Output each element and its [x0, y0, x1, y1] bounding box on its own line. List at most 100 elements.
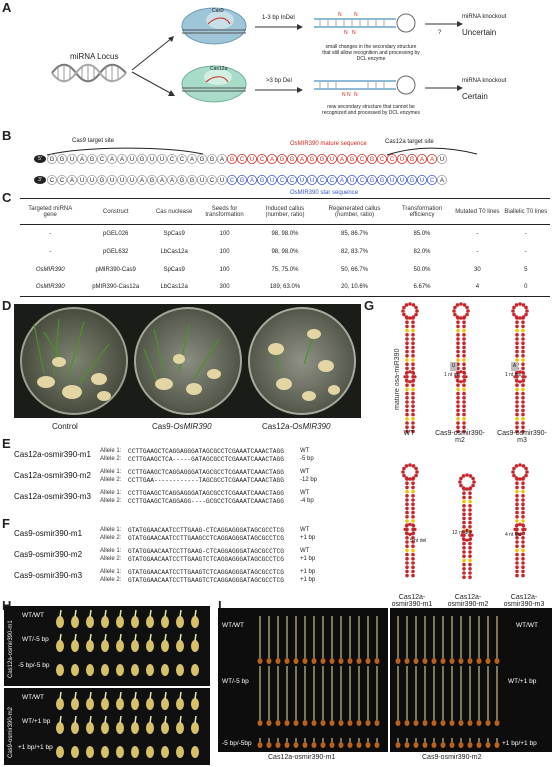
seed [131, 746, 139, 758]
structure-base [462, 408, 466, 413]
structure-base [521, 548, 525, 553]
loop-base [452, 309, 456, 313]
allele-mutation: -4 bp [300, 498, 314, 504]
seed [86, 640, 94, 652]
seedling-seed [266, 720, 272, 726]
nucleotide-circle [416, 154, 427, 164]
nucleotide-circle [127, 174, 138, 185]
bulge-base [521, 531, 526, 535]
loop-base [411, 315, 416, 319]
nucleotide-letter: C [210, 178, 215, 184]
seedling-seed [356, 658, 362, 664]
bulge-base [468, 537, 473, 541]
sprout [119, 609, 122, 618]
structure-base [521, 552, 525, 557]
ko-arrow-top [425, 21, 463, 27]
sprout [194, 691, 197, 700]
structure-base [405, 489, 409, 494]
nucleotide-circle [366, 174, 377, 185]
structure-base [468, 567, 472, 571]
nucleotide-circle [256, 154, 267, 164]
nucleotide-letter: A [430, 157, 434, 163]
seed [191, 698, 199, 710]
structure-base [521, 391, 525, 396]
structure-base [405, 345, 409, 350]
structure-base [462, 421, 466, 425]
sequence-line-name: Cas9-osmir390-m2 [14, 550, 83, 559]
seedling-seed [494, 742, 500, 748]
loop-base [512, 305, 516, 310]
svg-text:N N: N N [342, 92, 351, 98]
structure-base [462, 337, 466, 341]
structure-base [411, 345, 415, 350]
five-prime-marker: 5' [34, 155, 46, 163]
seed [131, 664, 139, 676]
structure-base [468, 512, 472, 516]
loop-base [518, 477, 522, 481]
structure-base [405, 349, 409, 354]
seed [191, 616, 199, 628]
cas9-plate-label: Cas9-OsMIR390 [152, 422, 212, 431]
structure-base [462, 396, 466, 400]
bulge-base [404, 371, 409, 375]
seedling-seed [320, 720, 326, 726]
structure-base [462, 404, 466, 408]
structure-base [515, 333, 519, 337]
seed [146, 746, 154, 758]
nucleotide-letter: U [150, 157, 154, 163]
seedling-seed [266, 658, 272, 664]
note-cas12a-m2: 12 nt del [452, 530, 472, 536]
structure-base [462, 412, 466, 417]
seed [146, 640, 154, 652]
seed [176, 698, 184, 710]
structure-base [468, 504, 472, 508]
nucleotide-circle [216, 174, 227, 185]
structure-base [515, 421, 519, 425]
structure-base [521, 561, 525, 565]
structure-base [521, 337, 525, 341]
loop-base [465, 312, 469, 317]
nucleotide-letter: C [360, 157, 365, 163]
structure-base [515, 320, 519, 324]
nucleotide-letter: G [290, 157, 295, 163]
seedling-seed [329, 720, 335, 726]
nucleotide-circle [266, 154, 277, 164]
structure-base [405, 573, 409, 578]
bulge-base [454, 375, 458, 379]
seed [101, 722, 109, 734]
sprout [164, 609, 167, 618]
bulge-base [411, 531, 416, 535]
allele-label: Allele 1: [100, 469, 122, 475]
structure-base [521, 341, 525, 345]
seedling-seed [275, 742, 281, 748]
structure-base [468, 508, 472, 512]
nucleotide-circle [226, 174, 237, 185]
structure-base [411, 425, 415, 429]
bulge-base [464, 375, 468, 379]
table-cell: 0 [501, 278, 550, 297]
loop-base [453, 312, 457, 317]
loop-base [459, 483, 463, 488]
seedling-seed [311, 742, 317, 748]
seed [161, 746, 169, 758]
allele-sequence: GTATGGAACAATCCTTGAAG-CTCAGGAGGGATAGCGCCT… [128, 527, 284, 534]
header-seeds: Seeds for transformation [197, 198, 252, 225]
nucleotide-letter: U [400, 178, 404, 184]
nucleotide-letter: C [180, 157, 185, 163]
bulge-base [408, 370, 412, 374]
nucleotide-circle [216, 154, 227, 164]
mature-seq-label: OsMIR390 mature sequence [290, 141, 367, 147]
cas9-plate-gene: OsMIR390 [173, 422, 212, 431]
nucleotide-circle [196, 174, 207, 185]
structure-base [411, 515, 415, 519]
nucleotide-letter: A [340, 157, 344, 163]
structure-base [515, 481, 519, 485]
loop-base [414, 312, 418, 317]
svg-text:N: N [354, 92, 358, 98]
seedling-seed [257, 742, 263, 748]
table-cell: 82.0% [413, 248, 431, 255]
structure-base [405, 557, 409, 561]
structure-base [411, 557, 415, 561]
bulge-base [513, 527, 517, 531]
structure-base [515, 544, 519, 548]
